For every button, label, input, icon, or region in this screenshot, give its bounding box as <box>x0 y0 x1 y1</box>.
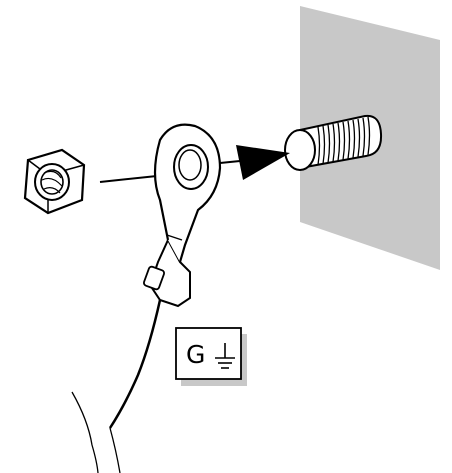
ground-letter: G <box>186 340 205 369</box>
ground-label: G <box>175 327 247 386</box>
ring-terminal-icon <box>143 123 222 308</box>
cable-sheath <box>71 391 121 473</box>
threaded-stud-icon <box>284 114 383 171</box>
nut-icon <box>23 148 86 215</box>
ground-symbol-icon <box>215 343 235 369</box>
ground-wire <box>108 299 162 429</box>
arrow-icon <box>219 145 290 180</box>
